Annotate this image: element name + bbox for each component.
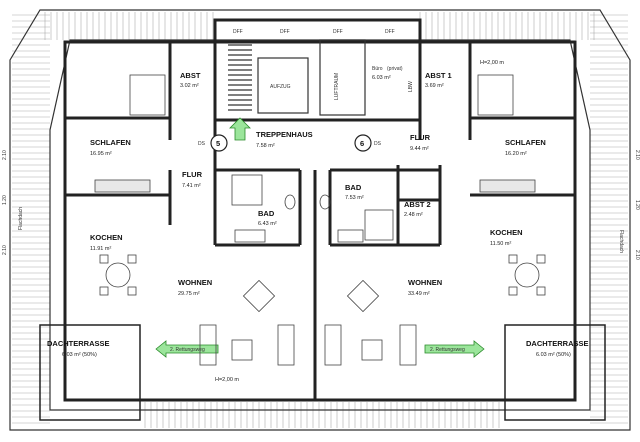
room-area: 3.69 m²: [425, 83, 444, 89]
room-name: BAD: [345, 183, 362, 192]
dff-label: DFF: [385, 29, 395, 35]
terrace-left-outline: [39, 324, 141, 421]
room-name: SCHLAFEN: [505, 138, 546, 147]
room-area: 16.20 m²: [505, 151, 527, 157]
toilet-right: [319, 194, 331, 210]
room-area: 7.41 m²: [182, 183, 201, 189]
room-name: KOCHEN: [490, 228, 523, 237]
kitchen-counter-right: [479, 179, 536, 193]
escape-route-label: 2. Rettungsweg: [430, 347, 465, 353]
lbw-label: LBW: [408, 81, 414, 92]
stair-up-arrow: [229, 117, 251, 141]
room-name: ABST 1: [425, 71, 452, 80]
elevator-shaft: [257, 57, 309, 114]
roof-inner-outline: [49, 39, 591, 411]
room-name: BAD: [258, 209, 275, 218]
room-name: Büro: [372, 66, 383, 72]
kitchen-counter-left: [94, 179, 151, 193]
living-furniture-left: [199, 279, 295, 366]
room-name: LUFTRAUM: [334, 73, 340, 100]
dimension-label: 2.10: [2, 150, 8, 160]
dimension-label: 2.10: [634, 250, 640, 260]
room-area: 7.53 m²: [345, 195, 364, 201]
unit-6-marker: [354, 134, 372, 152]
room-area: 6.03 m²: [372, 75, 391, 81]
room-area: 9.44 m²: [410, 146, 429, 152]
washbasin-left: [234, 229, 266, 243]
dimension-label: 2.10: [2, 245, 8, 255]
dimension-label: 1.20: [2, 195, 8, 205]
room-name: DACHTERRASSE: [526, 339, 589, 348]
terrace-right-outline: [504, 324, 606, 421]
room-name: AUFZUG: [270, 84, 291, 90]
room-area: 6.03 m² (50%): [536, 352, 571, 358]
flat-roof-label: Flachdach: [618, 230, 624, 253]
dff-label: DFF: [233, 29, 243, 35]
room-area: 11.91 m²: [90, 246, 111, 252]
room-area: 6.43 m²: [258, 221, 277, 227]
room-name: KOCHEN: [90, 233, 123, 242]
stairs: [228, 44, 252, 111]
shower-right: [364, 209, 394, 241]
unit-number: 6: [360, 139, 364, 148]
dff-label: DFF: [333, 29, 343, 35]
room-name: DACHTERRASSE: [47, 339, 110, 348]
toilet-left: [284, 194, 296, 210]
room-name-suffix: (privat): [387, 66, 403, 72]
roof-outline: [9, 9, 631, 431]
ds-label: DS: [198, 141, 206, 147]
room-name: WOHNEN: [178, 278, 212, 287]
light-well: [319, 39, 366, 116]
dining-table-left: [99, 254, 137, 296]
room-name: WOHNEN: [408, 278, 442, 287]
room-area: 11.50 m²: [490, 241, 511, 247]
dining-table-right: [508, 254, 546, 296]
flat-roof-label: Flachdach: [18, 207, 24, 230]
living-furniture-right: [324, 279, 417, 366]
unit-number: 5: [216, 139, 220, 148]
room-name: FLUR: [182, 170, 203, 179]
shower-left: [231, 174, 263, 206]
bed-left: [129, 74, 166, 116]
room-name: FLUR: [410, 133, 431, 142]
escape-route-left: [155, 340, 219, 358]
roof-hatching: [12, 12, 628, 428]
ds-label: DS: [374, 141, 382, 147]
room-area: 29.75 m²: [178, 291, 200, 297]
room-area: 33.49 m²: [408, 291, 430, 297]
room-area: 3.02 m²: [180, 83, 199, 89]
room-name: TREPPENHAUS: [256, 130, 313, 139]
escape-route-right: [424, 340, 485, 358]
dimension-label: 2.10: [634, 150, 640, 160]
unit-5-marker: [210, 134, 228, 152]
bed-right: [477, 74, 514, 116]
room-area: 7.58 m²: [256, 143, 275, 149]
dff-label: DFF: [280, 29, 290, 35]
dimension-label: 1.20: [634, 200, 640, 210]
washbasin-right: [337, 229, 364, 243]
room-area: 6.03 m² (50%): [62, 352, 97, 358]
height-label: H=2,00 m: [215, 377, 239, 383]
room-name: ABST 2: [404, 200, 431, 209]
room-area: 2.48 m²: [404, 212, 423, 218]
room-name: ABST: [180, 71, 201, 80]
room-name: SCHLAFEN: [90, 138, 131, 147]
room-area: 16.95 m²: [90, 151, 112, 157]
escape-route-label: 2. Rettungsweg: [170, 347, 205, 353]
height-label: H=2,00 m: [480, 60, 504, 66]
